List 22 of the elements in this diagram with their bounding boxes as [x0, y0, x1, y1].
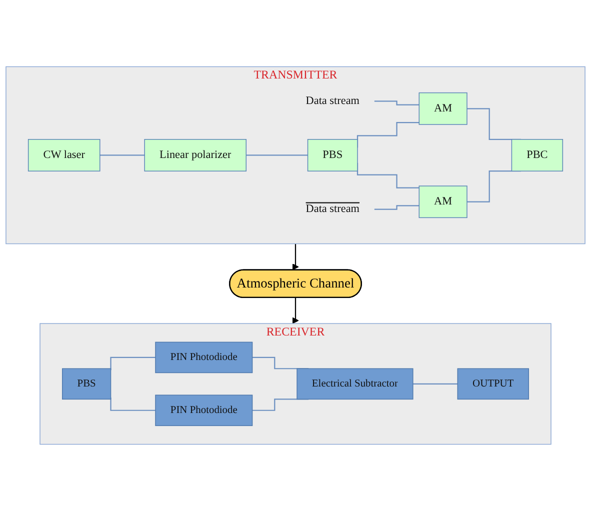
node-box: PIN Photodiode [155, 342, 253, 374]
node-box: OUTPUT [457, 368, 529, 400]
connector [110, 398, 156, 411]
node-box: PIN Photodiode [155, 394, 253, 426]
connector [412, 383, 458, 384]
node-box: CW laser [28, 139, 100, 172]
connector [374, 100, 420, 106]
arrow [292, 244, 299, 270]
node-box: Linear polarizer [144, 139, 247, 172]
arrow [292, 297, 299, 324]
node-box: PBS [307, 139, 358, 172]
node-text: Data stream [306, 95, 360, 107]
node-box: PBC [511, 139, 564, 172]
node-box: Electrical Subtractor [296, 368, 414, 400]
connector [110, 356, 156, 370]
connector [246, 154, 308, 156]
node-box: AM [418, 186, 468, 218]
node-text: Data stream [306, 203, 360, 216]
node-box: AM [418, 92, 468, 125]
connector [99, 154, 145, 156]
connector [374, 205, 420, 210]
node-box: PBS [62, 368, 112, 400]
